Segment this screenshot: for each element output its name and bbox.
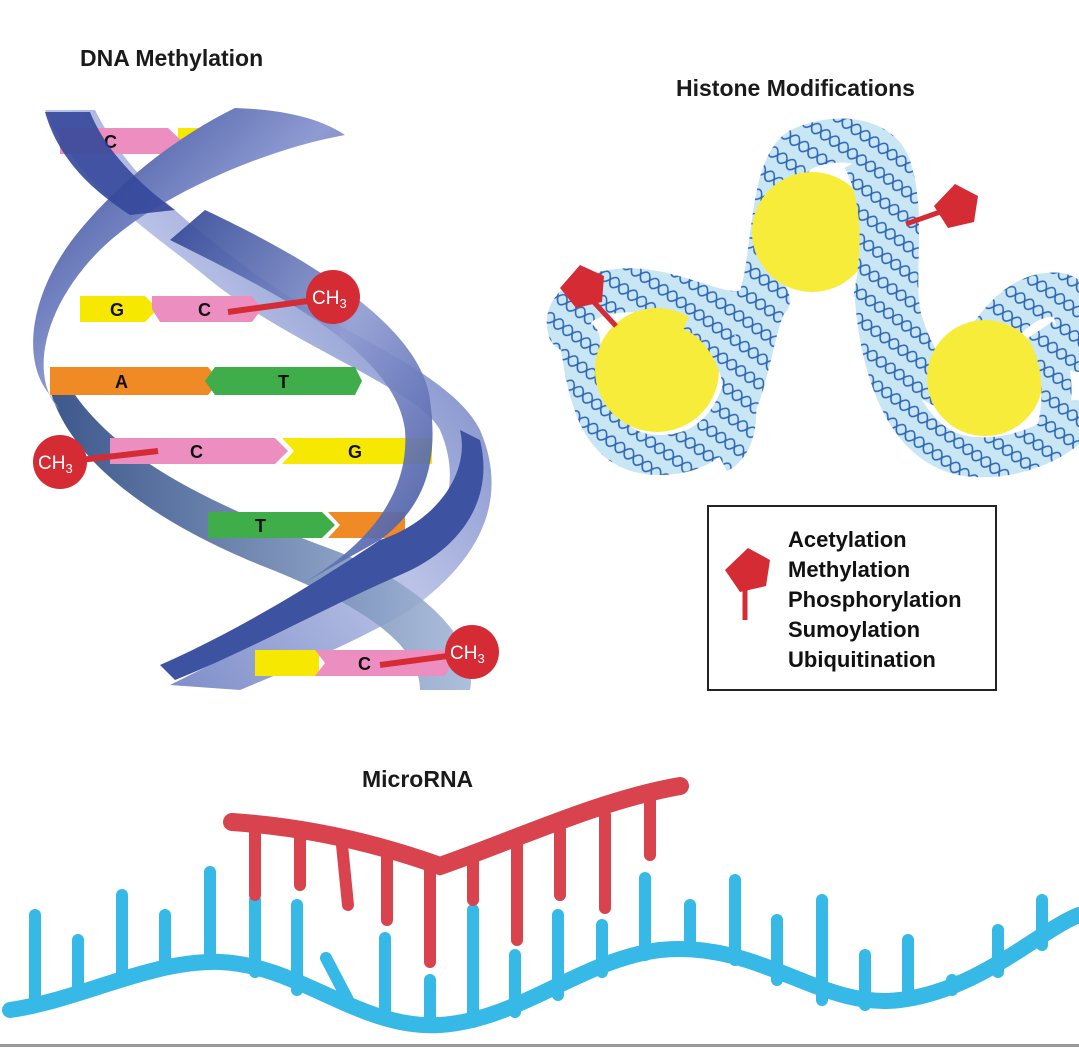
methyl-label: CH3 xyxy=(38,453,73,476)
dna-methylation-title: DNA Methylation xyxy=(80,45,263,71)
modification-pentagon-icon xyxy=(560,265,604,308)
histone-core xyxy=(752,172,872,292)
methyl-group-3: CH3 xyxy=(379,625,499,679)
histone-modifications-title: Histone Modifications xyxy=(676,75,915,101)
mrna-strand xyxy=(2,866,1079,1034)
guanine-block xyxy=(80,296,158,322)
mirna-backbone xyxy=(223,777,689,876)
legend-item-ubiquitination: Ubiquitination xyxy=(788,647,936,672)
base-pair-4: C G xyxy=(110,438,432,464)
histone-marker-2 xyxy=(905,184,978,228)
chromatin-fiber xyxy=(546,118,1079,478)
dna-wrap-overlay xyxy=(844,152,894,304)
helix-front-strand-upper xyxy=(45,112,175,215)
thymine-block xyxy=(208,512,335,538)
helix-front-strand-lower xyxy=(160,430,484,680)
base-letter: G xyxy=(348,442,362,462)
helix-front-strand-mid xyxy=(170,210,433,585)
bottom-border xyxy=(0,1044,1079,1047)
cytosine-block xyxy=(152,296,262,322)
base-letter: T xyxy=(255,516,266,536)
base-letter: C xyxy=(358,654,371,674)
base-letter: G xyxy=(110,300,124,320)
microrna-title: MicroRNA xyxy=(362,766,473,792)
histone-legend: Acetylation Methylation Phosphorylation … xyxy=(707,505,997,691)
histone-marker-1 xyxy=(560,265,618,328)
base-letter: C xyxy=(190,442,203,462)
base-pair-3: A T xyxy=(50,367,362,395)
histone-core xyxy=(927,320,1043,436)
mirna-bases xyxy=(249,794,656,968)
base-letter: C xyxy=(198,300,211,320)
methyl-circle xyxy=(445,625,499,679)
methyl-circle xyxy=(306,270,360,324)
legend-item-methylation: Methylation xyxy=(788,557,910,582)
modification-pentagon-icon xyxy=(725,548,770,592)
methyl-label: CH3 xyxy=(312,288,347,311)
mrna-bases xyxy=(29,866,1048,1031)
dna-wrap-tube xyxy=(546,118,1079,409)
dna-wrap-overlay xyxy=(1027,321,1072,456)
histone-core xyxy=(595,308,719,432)
legend-item-acetylation: Acetylation xyxy=(788,527,907,552)
base-letter: T xyxy=(278,372,289,392)
base-pair-6: C xyxy=(255,650,452,676)
guanine-block xyxy=(282,438,432,464)
dna-helix-front xyxy=(33,108,484,680)
methyl-label: CH3 xyxy=(450,643,485,666)
helix-front-strand xyxy=(33,108,345,410)
thymine-block xyxy=(205,367,362,395)
adenine-block xyxy=(50,367,220,395)
legend-item-sumoylation: Sumoylation xyxy=(788,617,920,642)
legend-item-phosphorylation: Phosphorylation xyxy=(788,587,962,612)
modification-pentagon-icon xyxy=(934,184,978,228)
base-letter: A xyxy=(115,372,128,392)
methyl-group-1: CH3 xyxy=(227,270,360,324)
methyl-group-2: CH3 xyxy=(33,435,159,489)
base-pair-2: G C xyxy=(80,296,262,322)
methyl-circle xyxy=(33,435,87,489)
dna-wrap-overlay xyxy=(682,301,757,472)
legend-box xyxy=(707,505,997,691)
mirna-strand xyxy=(223,777,689,968)
cytosine-block xyxy=(110,438,288,464)
